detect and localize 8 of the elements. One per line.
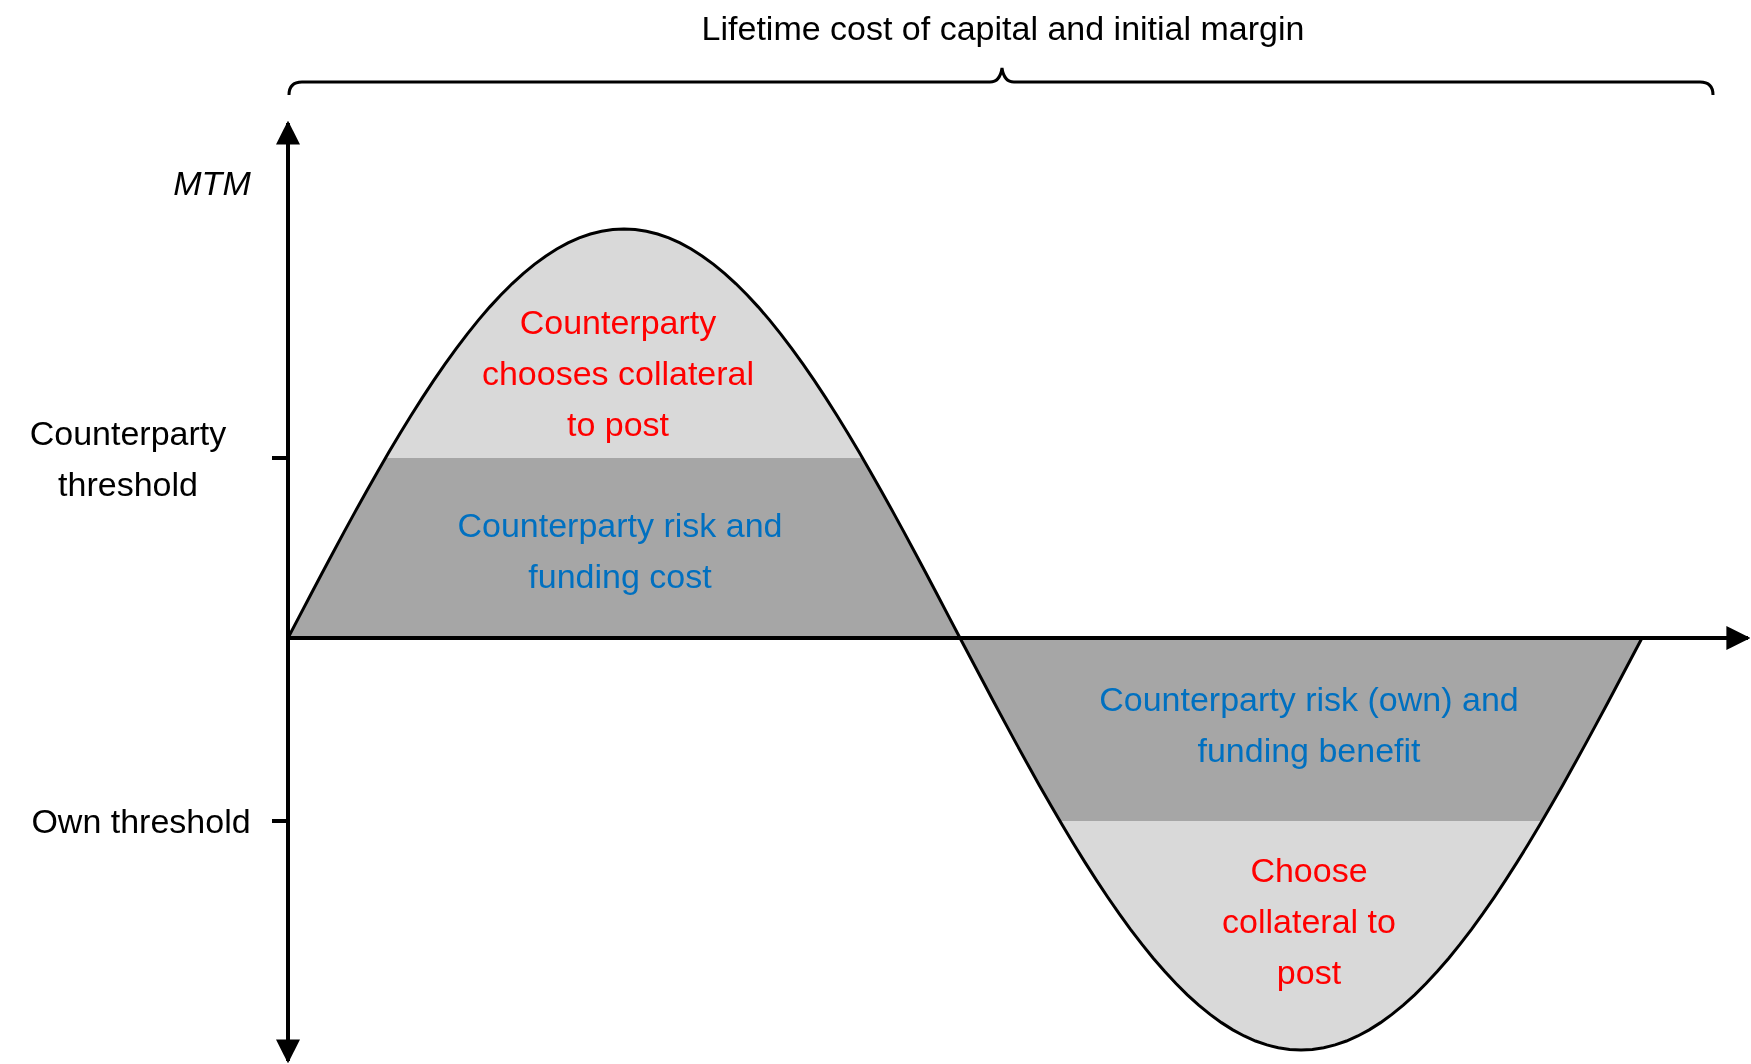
region-label: Counterparty risk (own) and funding benefit: [1099, 679, 1519, 771]
region-label: Choose collateral to post: [1221, 849, 1397, 993]
threshold-label: Own threshold: [31, 800, 251, 842]
brace-label: Lifetime cost of capital and initial margin: [701, 7, 1305, 49]
axis-label: MTM: [173, 162, 251, 204]
region-label: Counterparty risk and funding cost: [456, 505, 784, 597]
threshold-label: Counterparty threshold: [28, 413, 228, 505]
region-label: Counterparty chooses collateral to post: [480, 301, 756, 445]
